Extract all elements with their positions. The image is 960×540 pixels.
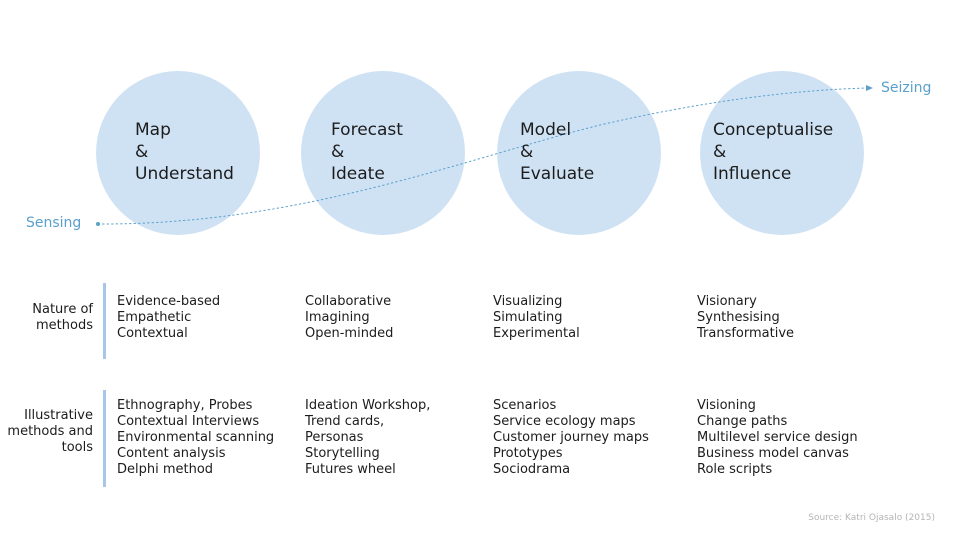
nature-column-3: Visualizing Simulating Experimental	[493, 294, 580, 342]
seizing-arrow-icon	[866, 85, 873, 91]
phase-line: Ideate	[331, 164, 385, 184]
phase-circle-2	[301, 71, 465, 235]
phase-line: Evaluate	[520, 164, 595, 184]
phase-label-forecast: Forecast & Ideate	[331, 119, 403, 185]
list-item: Business model canvas	[697, 446, 849, 461]
phase-line: Model	[520, 120, 572, 140]
list-item: Delphi method	[117, 462, 214, 477]
phase-line: &	[135, 142, 149, 162]
phase-line: &	[331, 142, 345, 162]
nature-column-4: Visionary Synthesising Transformative	[697, 294, 794, 342]
list-item: Role scripts	[697, 462, 773, 477]
list-item: Multilevel service design	[697, 430, 858, 445]
methods-column-1: Ethnography, Probes Contextual Interview…	[117, 398, 274, 478]
list-item: Contextual Interviews	[117, 414, 260, 429]
list-item: Change paths	[697, 414, 788, 429]
methods-column-2: Ideation Workshop, Trend cards, Personas…	[305, 398, 430, 478]
methods-column-4: Visioning Change paths Multilevel servic…	[697, 398, 858, 478]
list-item: Visionary	[697, 294, 757, 309]
row-divider-bar	[103, 283, 106, 359]
list-item: Futures wheel	[305, 462, 396, 477]
nature-column-1: Evidence-based Empathetic Contextual	[117, 294, 220, 342]
phase-circle-1	[96, 71, 260, 235]
sensing-label: Sensing	[26, 215, 82, 231]
phase-line: Map	[135, 120, 171, 140]
list-item: Collaborative	[305, 294, 392, 309]
phase-circle-3	[497, 71, 661, 235]
list-item: Visioning	[697, 398, 756, 413]
list-item: Experimental	[493, 326, 580, 341]
list-item: Transformative	[697, 326, 795, 341]
sensing-seizing-curve	[97, 87, 869, 225]
row-label-line: tools	[61, 440, 93, 455]
row-label-line: Nature of	[32, 302, 93, 317]
phase-label-map: Map & Understand	[135, 119, 234, 185]
phase-label-model: Model & Evaluate	[520, 119, 594, 185]
list-item: Visualizing	[493, 294, 563, 309]
list-item: Sociodrama	[493, 462, 571, 477]
list-item: Simulating	[493, 310, 563, 325]
row-label-line: methods	[36, 318, 93, 333]
row-label-line: Illustrative	[24, 408, 93, 423]
row-label-line: methods and	[7, 424, 93, 439]
sensing-start-dot	[96, 222, 100, 226]
phase-line: Forecast	[331, 120, 403, 140]
methods-column-3: Scenarios Service ecology maps Customer …	[493, 398, 649, 478]
list-item: Customer journey maps	[493, 430, 649, 445]
phase-label-conceptualise: Conceptualise & Influence	[713, 119, 833, 185]
list-item: Ideation Workshop,	[305, 398, 431, 413]
list-item: Imagining	[305, 310, 370, 325]
phase-line: Influence	[713, 164, 792, 184]
seizing-label: Seizing	[881, 80, 932, 96]
phase-line: Understand	[135, 164, 234, 184]
row-label-nature: Nature of methods	[32, 302, 93, 334]
list-item: Open-minded	[305, 326, 394, 341]
list-item: Evidence-based	[117, 294, 221, 309]
phase-line: Conceptualise	[713, 120, 834, 140]
list-item: Scenarios	[493, 398, 557, 413]
phase-circle-4	[700, 71, 864, 235]
phase-line: &	[520, 142, 534, 162]
row-divider-bar	[103, 390, 106, 487]
list-item: Ethnography, Probes	[117, 398, 253, 413]
list-item: Trend cards,	[305, 414, 385, 429]
list-item: Contextual	[117, 326, 188, 341]
list-item: Synthesising	[697, 310, 780, 325]
source-credit: Source: Katri Ojasalo (2015)	[808, 513, 935, 523]
nature-column-2: Collaborative Imagining Open-minded	[305, 294, 393, 342]
list-item: Service ecology maps	[493, 414, 636, 429]
list-item: Environmental scanning	[117, 430, 275, 445]
row-label-methods: Illustrative methods and tools	[7, 408, 93, 456]
list-item: Empathetic	[117, 310, 192, 325]
list-item: Content analysis	[117, 446, 226, 461]
list-item: Personas	[305, 430, 364, 445]
list-item: Prototypes	[493, 446, 563, 461]
list-item: Storytelling	[305, 446, 380, 461]
phase-line: &	[713, 142, 727, 162]
